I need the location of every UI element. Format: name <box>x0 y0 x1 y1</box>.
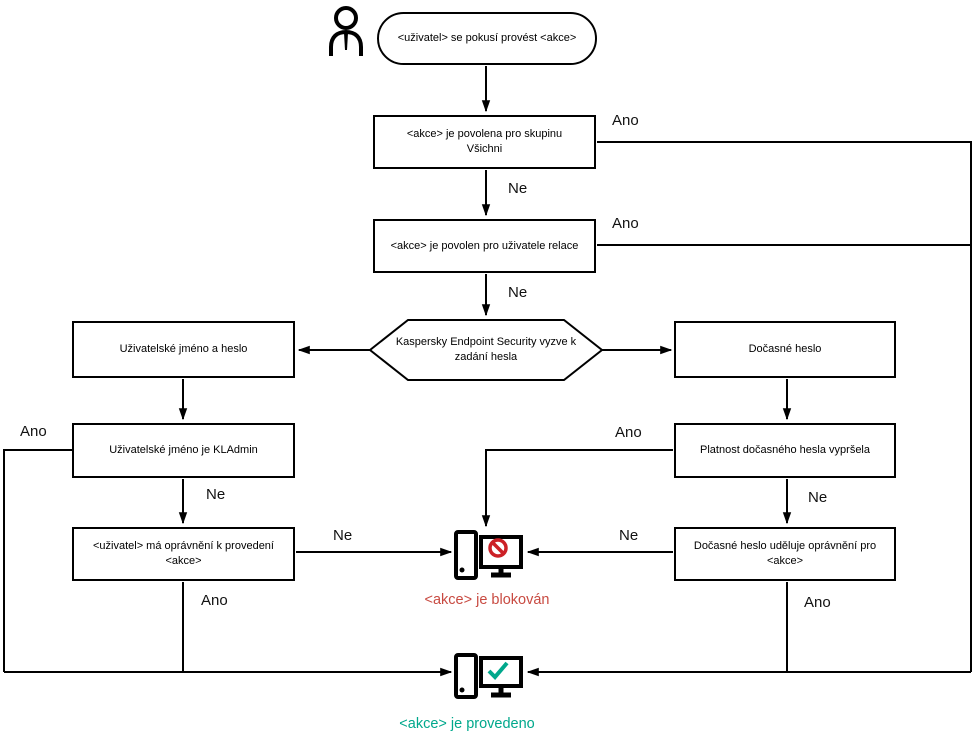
node-action-allowed-for-group: <akce> je povolena pro skupinu Všichni <box>373 115 596 169</box>
node-username-is-kladmin: Uživatelské jméno je KLAdmin <box>72 423 295 478</box>
node-temporary-password: Dočasné heslo <box>674 321 896 378</box>
edge-label-no-user-permission: Ne <box>333 527 353 544</box>
node-action-allowed-for-session-user-label: <akce> je povolen pro uživatele relace <box>390 239 579 252</box>
node-username-is-kladmin-label: Uživatelské jméno je KLAdmin <box>109 444 258 457</box>
node-temporary-password-grants-permission-label: Dočasné heslo uděluje oprávnění pro <akc… <box>693 540 877 567</box>
edge-label-yes-temp-expired: Ano <box>615 424 642 441</box>
edge-label-no-allowed-session: Ne <box>508 284 528 301</box>
person-icon <box>329 6 363 56</box>
computer-success-icon <box>454 653 523 699</box>
node-username-and-password-label: Uživatelské jméno a heslo <box>119 343 248 356</box>
edge-label-yes-user-permission: Ano <box>201 592 228 609</box>
node-temporary-password-expired: Platnost dočasného hesla vypršela <box>674 423 896 478</box>
edge-label-yes-allowed-session: Ano <box>612 215 639 232</box>
edge-label-no-kladmin: Ne <box>206 486 226 503</box>
node-temporary-password-expired-label: Platnost dočasného hesla vypršela <box>700 444 870 457</box>
node-password-prompt-shape <box>368 319 604 381</box>
edge-label-yes-temp-grants: Ano <box>804 594 831 611</box>
node-start: <uživatel> se pokusí provést <akce> <box>377 12 597 65</box>
edge-label-yes-kladmin: Ano <box>20 423 47 440</box>
done-result-label: <akce> je provedeno <box>399 716 535 732</box>
computer-blocked-icon <box>454 530 523 580</box>
node-action-allowed-for-group-label: <akce> je povolena pro skupinu Všichni <box>406 128 563 155</box>
edge-label-no-temp-grants: Ne <box>619 527 639 544</box>
node-action-allowed-for-session-user: <akce> je povolen pro uživatele relace <box>373 219 596 273</box>
blocked-result-label: <akce> je blokován <box>424 592 550 608</box>
edge-label-no-allowed-group: Ne <box>508 180 528 197</box>
node-username-and-password: Uživatelské jméno a heslo <box>72 321 295 378</box>
node-temporary-password-label: Dočasné heslo <box>748 343 822 356</box>
node-password-prompt-label: Kaspersky Endpoint Security vyzve k zadá… <box>395 336 577 363</box>
node-temporary-password-grants-permission: Dočasné heslo uděluje oprávnění pro <akc… <box>674 527 896 581</box>
edge-label-yes-allowed-group: Ano <box>612 112 639 129</box>
node-start-label: <uživatel> se pokusí provést <akce> <box>397 32 577 45</box>
node-user-has-permission-label: <uživatel> má oprávnění k provedení <akc… <box>92 540 274 567</box>
edge-label-no-temp-expired: Ne <box>808 489 828 506</box>
node-user-has-permission: <uživatel> má oprávnění k provedení <akc… <box>72 527 295 581</box>
